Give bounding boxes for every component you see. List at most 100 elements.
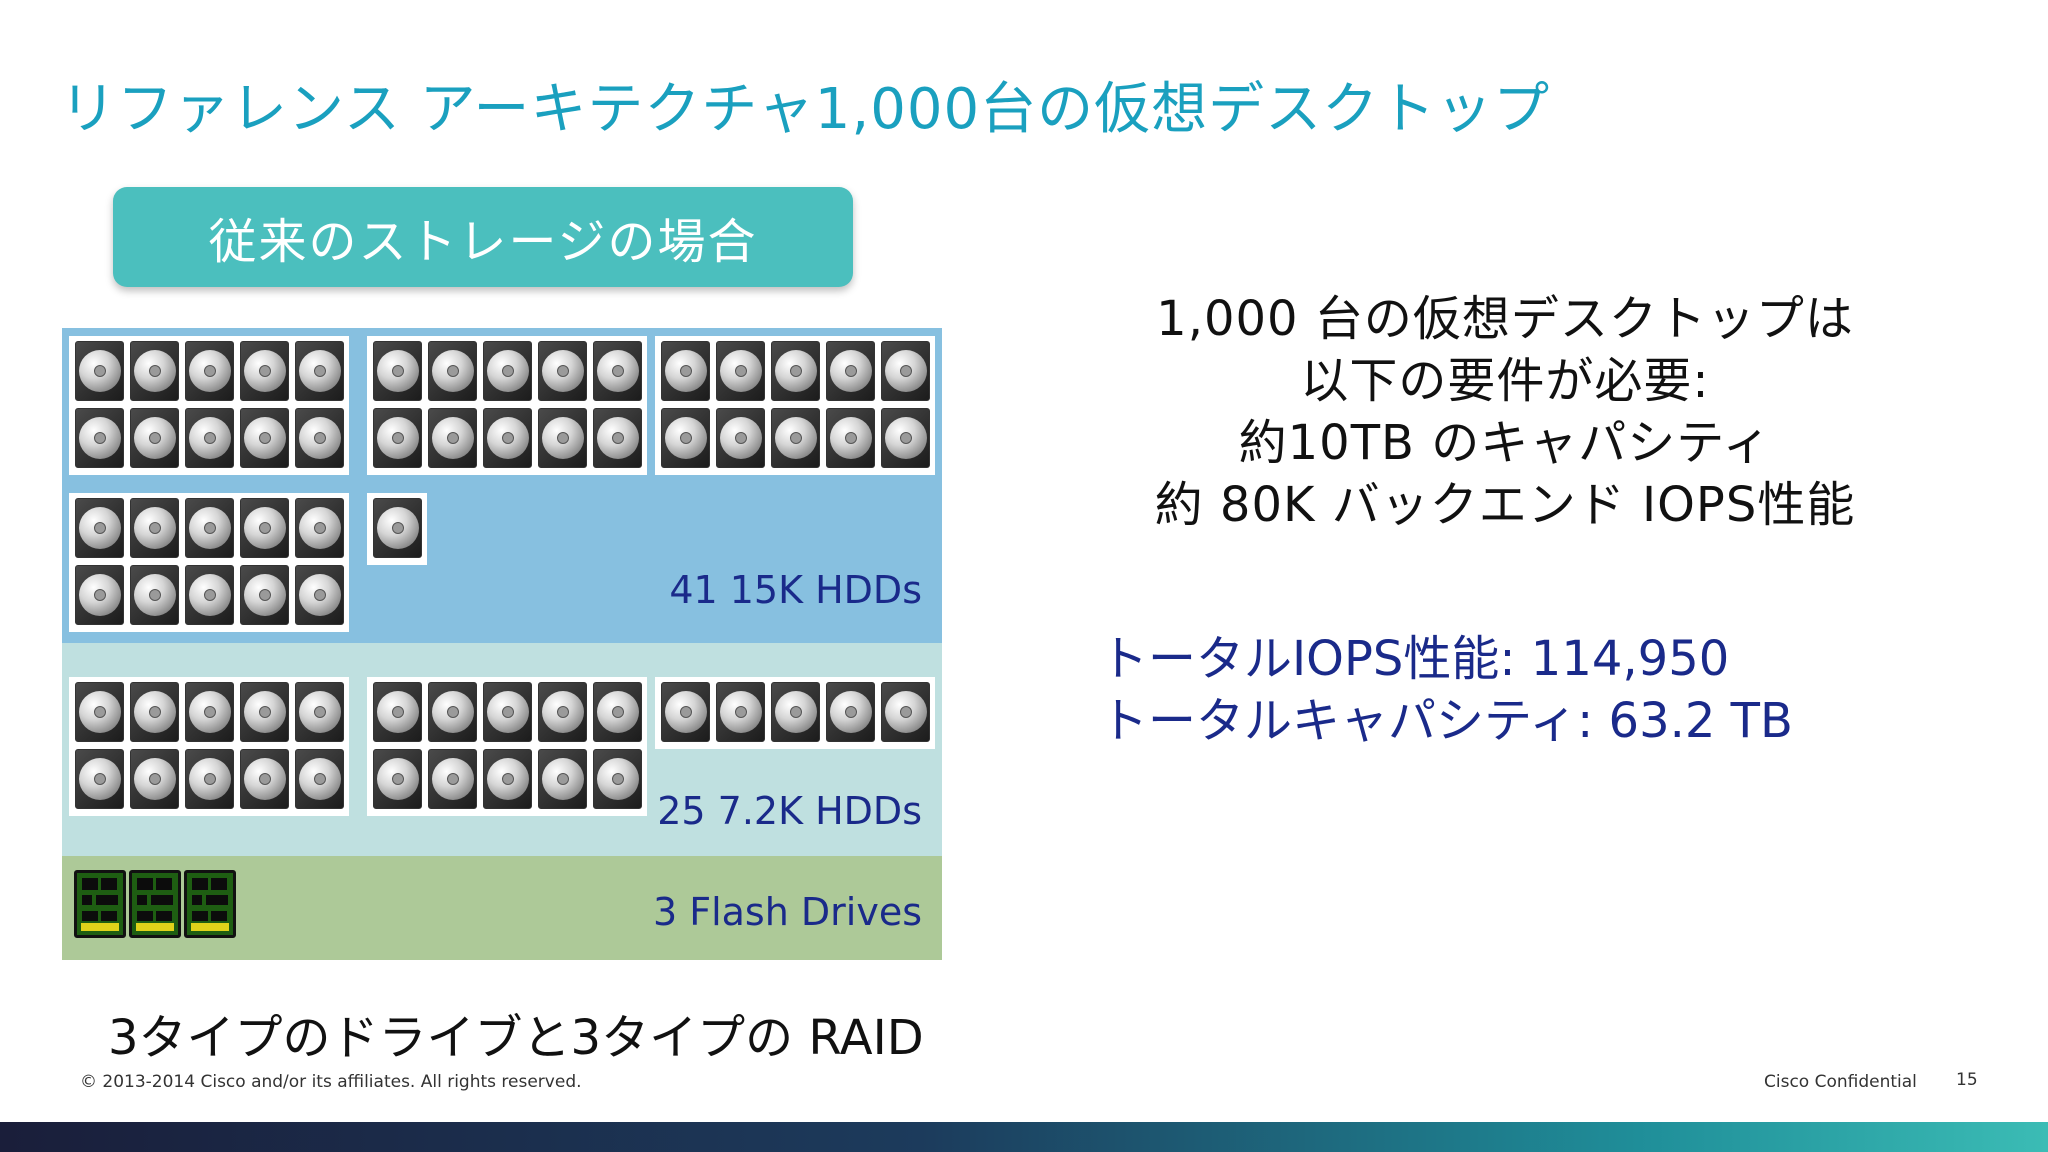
hard-disk-icon: [881, 408, 930, 468]
hard-disk-icon: [130, 498, 179, 558]
hdd-15k-zone: 41 15K HDDs: [62, 328, 942, 643]
storage-diagram: 41 15K HDDs 25 7.2K HDDs 3 Flash Drives: [62, 328, 942, 960]
hard-disk-icon: [593, 408, 642, 468]
hard-disk-icon: [373, 408, 422, 468]
hard-disk-icon: [130, 749, 179, 809]
flash-group: [74, 870, 236, 938]
requirement-line: 1,000 台の仮想デスクトップは: [1156, 291, 1854, 347]
hard-disk-icon: [75, 408, 124, 468]
hard-disk-icon: [240, 749, 289, 809]
hard-disk-icon: [185, 682, 234, 742]
total-capacity: トータルキャパシティ: 63.2 TB: [1100, 693, 1793, 749]
hard-disk-icon: [661, 341, 710, 401]
flash-zone: 3 Flash Drives: [62, 856, 942, 960]
hard-disk-icon: [75, 682, 124, 742]
hard-disk-icon: [75, 498, 124, 558]
hard-disk-icon: [373, 341, 422, 401]
hard-disk-icon: [538, 682, 587, 742]
hard-disk-icon: [373, 749, 422, 809]
hard-disk-icon: [771, 341, 820, 401]
flash-drive-icon: [129, 870, 181, 938]
hard-disk-icon: [295, 565, 344, 625]
slide-title: リファレンス アーキテクチャ1,000台の仮想デスクトップ: [60, 77, 1551, 142]
page-number: 15: [1956, 1070, 1978, 1090]
hard-disk-icon: [771, 408, 820, 468]
hard-disk-icon: [240, 408, 289, 468]
total-iops: トータルIOPS性能: 114,950: [1100, 631, 1730, 687]
hard-disk-icon: [428, 749, 477, 809]
hard-disk-icon: [75, 565, 124, 625]
hard-disk-icon: [295, 498, 344, 558]
hard-disk-icon: [295, 408, 344, 468]
hdd-7k-zone: 25 7.2K HDDs: [62, 643, 942, 856]
requirement-line: 約 80K バックエンド IOPS性能: [1154, 477, 1856, 533]
drive-types-caption: 3タイプのドライブと3タイプの RAID: [108, 1010, 924, 1066]
hard-disk-icon: [240, 682, 289, 742]
hard-disk-icon: [538, 749, 587, 809]
hard-disk-icon: [428, 341, 477, 401]
hard-disk-icon: [240, 341, 289, 401]
hdd-group: [367, 677, 647, 816]
hard-disk-icon: [593, 341, 642, 401]
hard-disk-icon: [661, 682, 710, 742]
hard-disk-icon: [75, 341, 124, 401]
hdd-group: [69, 677, 349, 816]
hard-disk-icon: [483, 341, 532, 401]
hard-disk-icon: [826, 682, 875, 742]
hard-disk-icon: [130, 565, 179, 625]
hard-disk-icon: [130, 341, 179, 401]
hdd-group: [655, 336, 935, 475]
hard-disk-icon: [240, 565, 289, 625]
hard-disk-icon: [538, 408, 587, 468]
hdd-15k-label: 41 15K HDDs: [669, 568, 922, 612]
confidential-label: Cisco Confidential: [1764, 1072, 1917, 1092]
requirement-line: 約10TB のキャパシティ: [1238, 415, 1772, 471]
hard-disk-icon: [373, 498, 422, 558]
hard-disk-icon: [881, 341, 930, 401]
hard-disk-icon: [130, 682, 179, 742]
hard-disk-icon: [771, 682, 820, 742]
hard-disk-icon: [295, 682, 344, 742]
hard-disk-icon: [373, 682, 422, 742]
hard-disk-icon: [826, 408, 875, 468]
hard-disk-icon: [240, 498, 289, 558]
section-badge: 従来のストレージの場合: [113, 187, 853, 287]
flash-drive-icon: [184, 870, 236, 938]
hard-disk-icon: [593, 749, 642, 809]
hdd-group: [367, 336, 647, 475]
copyright: © 2013-2014 Cisco and/or its affiliates.…: [80, 1072, 582, 1092]
hdd-group: [655, 677, 935, 749]
hard-disk-icon: [185, 408, 234, 468]
hard-disk-icon: [826, 341, 875, 401]
flash-label: 3 Flash Drives: [652, 890, 922, 934]
hard-disk-icon: [295, 341, 344, 401]
hard-disk-icon: [538, 341, 587, 401]
hdd-group: [69, 336, 349, 475]
hard-disk-icon: [483, 749, 532, 809]
hdd-7k-label: 25 7.2K HDDs: [657, 789, 922, 833]
hard-disk-icon: [716, 341, 765, 401]
hard-disk-icon: [130, 408, 179, 468]
hard-disk-icon: [661, 408, 710, 468]
flash-drive-icon: [74, 870, 126, 938]
hard-disk-icon: [483, 408, 532, 468]
hard-disk-icon: [716, 682, 765, 742]
hard-disk-icon: [75, 749, 124, 809]
hard-disk-icon: [185, 565, 234, 625]
hdd-group: [367, 493, 427, 565]
requirement-line: 以下の要件が必要:: [1300, 353, 1710, 409]
totals-text: トータルIOPS性能: 114,950 トータルキャパシティ: 63.2 TB: [1100, 628, 1793, 752]
footer-bar: [0, 1122, 2048, 1152]
hard-disk-icon: [483, 682, 532, 742]
hdd-group: [69, 493, 349, 632]
hard-disk-icon: [428, 408, 477, 468]
hard-disk-icon: [428, 682, 477, 742]
hard-disk-icon: [185, 749, 234, 809]
hard-disk-icon: [185, 341, 234, 401]
hard-disk-icon: [185, 498, 234, 558]
hard-disk-icon: [593, 682, 642, 742]
hard-disk-icon: [881, 682, 930, 742]
hard-disk-icon: [295, 749, 344, 809]
requirements-text: 1,000 台の仮想デスクトップは 以下の要件が必要: 約10TB のキャパシテ…: [1105, 288, 1905, 536]
hard-disk-icon: [716, 408, 765, 468]
